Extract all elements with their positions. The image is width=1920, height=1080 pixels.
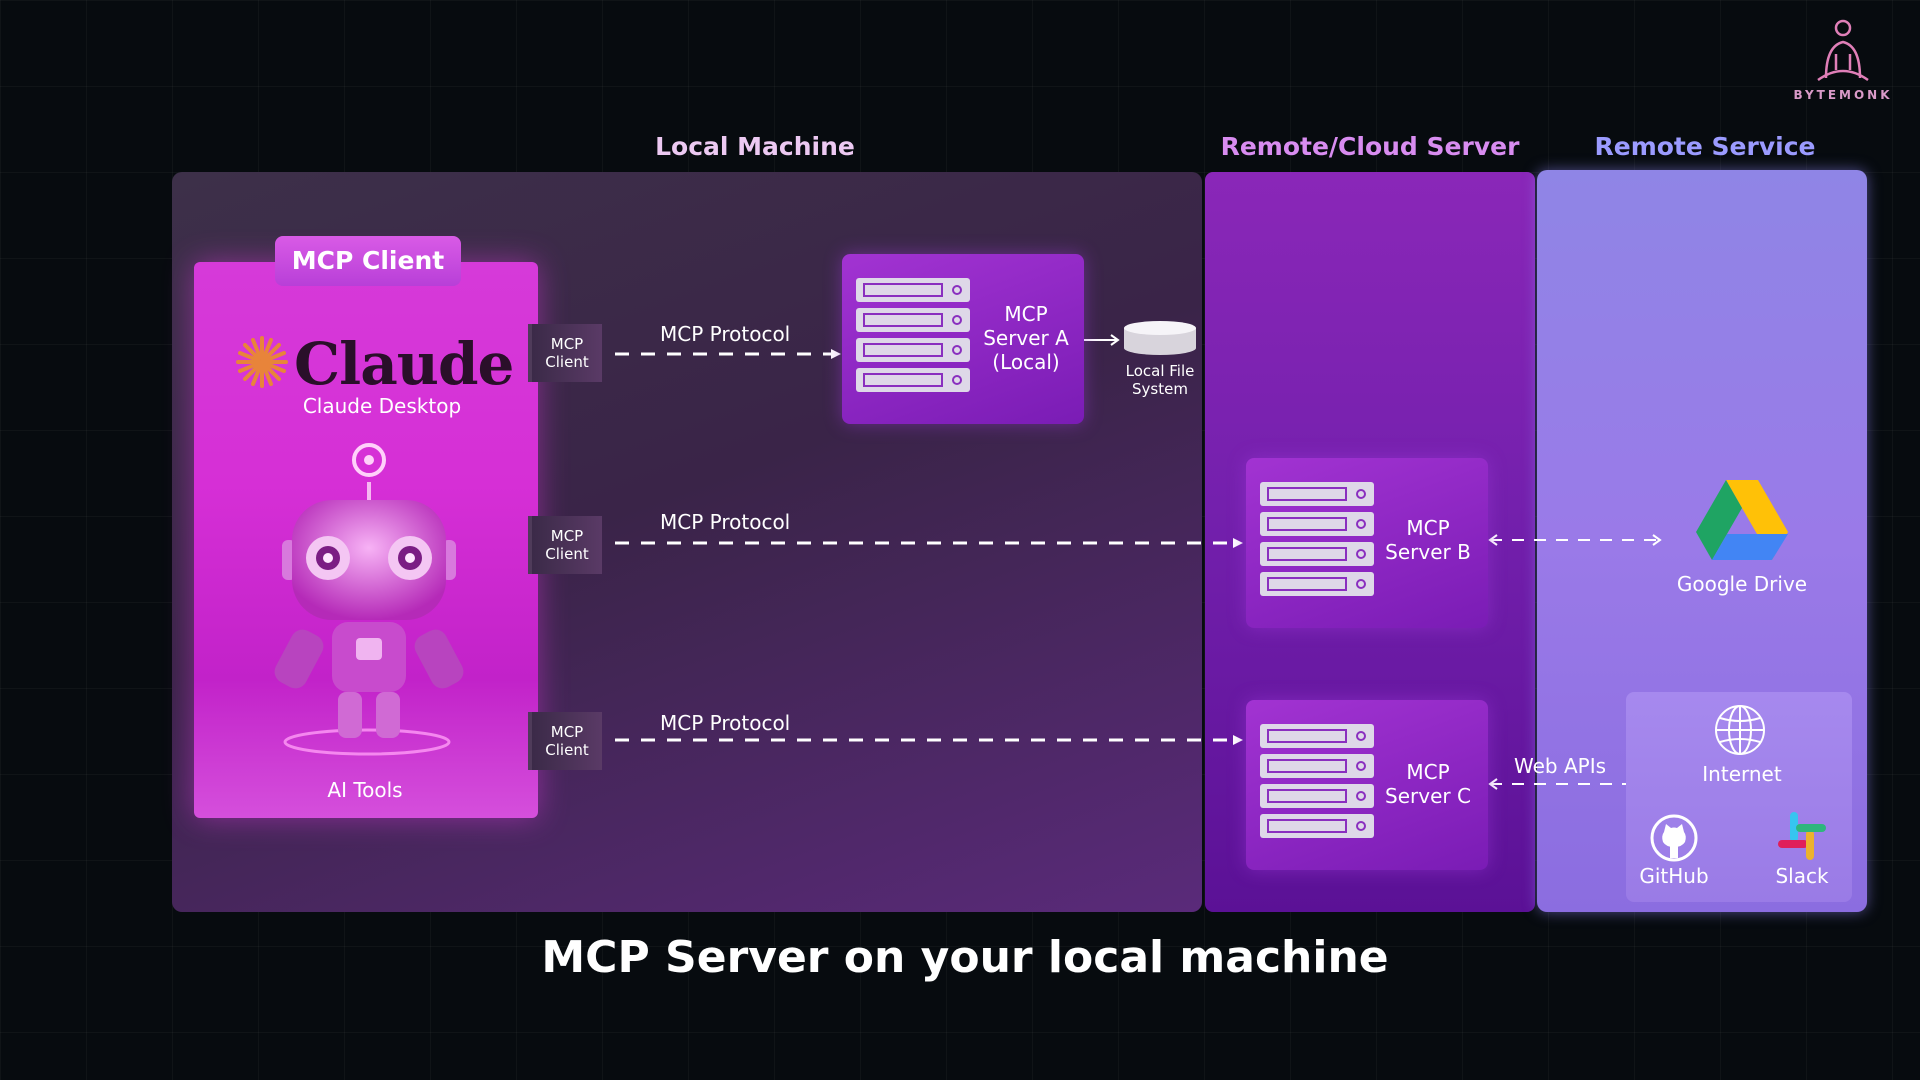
web-apis-label: Web APIs <box>1513 754 1607 778</box>
bytemonk-logo-icon <box>1817 19 1869 82</box>
local-file-system-label: Local File System <box>1125 362 1195 398</box>
page-title: MCP Server on your local machine <box>541 932 1389 983</box>
lane-title-remote-service: Remote Service <box>1594 132 1816 161</box>
mcp-client-tab-2: MCP Client <box>528 516 602 574</box>
internet-label: Internet <box>1702 762 1782 786</box>
mcp-client-badge: MCP Client <box>275 236 461 286</box>
mcp-server-c-label: MCP Server C <box>1385 760 1471 808</box>
server-rack-icon <box>1260 482 1374 596</box>
mcp-protocol-label-3: MCP Protocol <box>660 711 791 735</box>
robot-illustration <box>274 443 464 756</box>
slack-icon <box>1778 812 1826 860</box>
globe-icon <box>1715 705 1765 755</box>
slack-label: Slack <box>1775 864 1829 888</box>
server-rack-icon <box>1260 724 1374 838</box>
google-drive-label: Google Drive <box>1676 572 1808 596</box>
google-drive-icon <box>1696 480 1788 560</box>
mcp-client-tab-3: MCP Client <box>528 712 602 770</box>
github-icon <box>1650 814 1698 862</box>
bytemonk-brand-name: BYTEMONK <box>1793 88 1893 102</box>
mcp-server-b-label: MCP Server B <box>1385 516 1471 564</box>
lane-title-remote-cloud-server: Remote/Cloud Server <box>1220 132 1520 161</box>
mcp-server-a-label: MCP Server A (Local) <box>983 302 1069 374</box>
claude-brand-text: Claude <box>294 330 514 398</box>
lane-title-local-machine: Local Machine <box>655 132 855 161</box>
ai-tools-label: AI Tools <box>327 778 403 802</box>
database-icon <box>1124 321 1196 355</box>
claude-logo-icon <box>236 336 288 388</box>
mcp-client-tab-1: MCP Client <box>528 324 602 382</box>
github-label: GitHub <box>1639 864 1709 888</box>
claude-desktop-label: Claude Desktop <box>302 394 462 418</box>
mcp-protocol-label-2: MCP Protocol <box>660 510 791 534</box>
mcp-protocol-label-1: MCP Protocol <box>660 322 791 346</box>
server-rack-icon <box>856 278 970 392</box>
